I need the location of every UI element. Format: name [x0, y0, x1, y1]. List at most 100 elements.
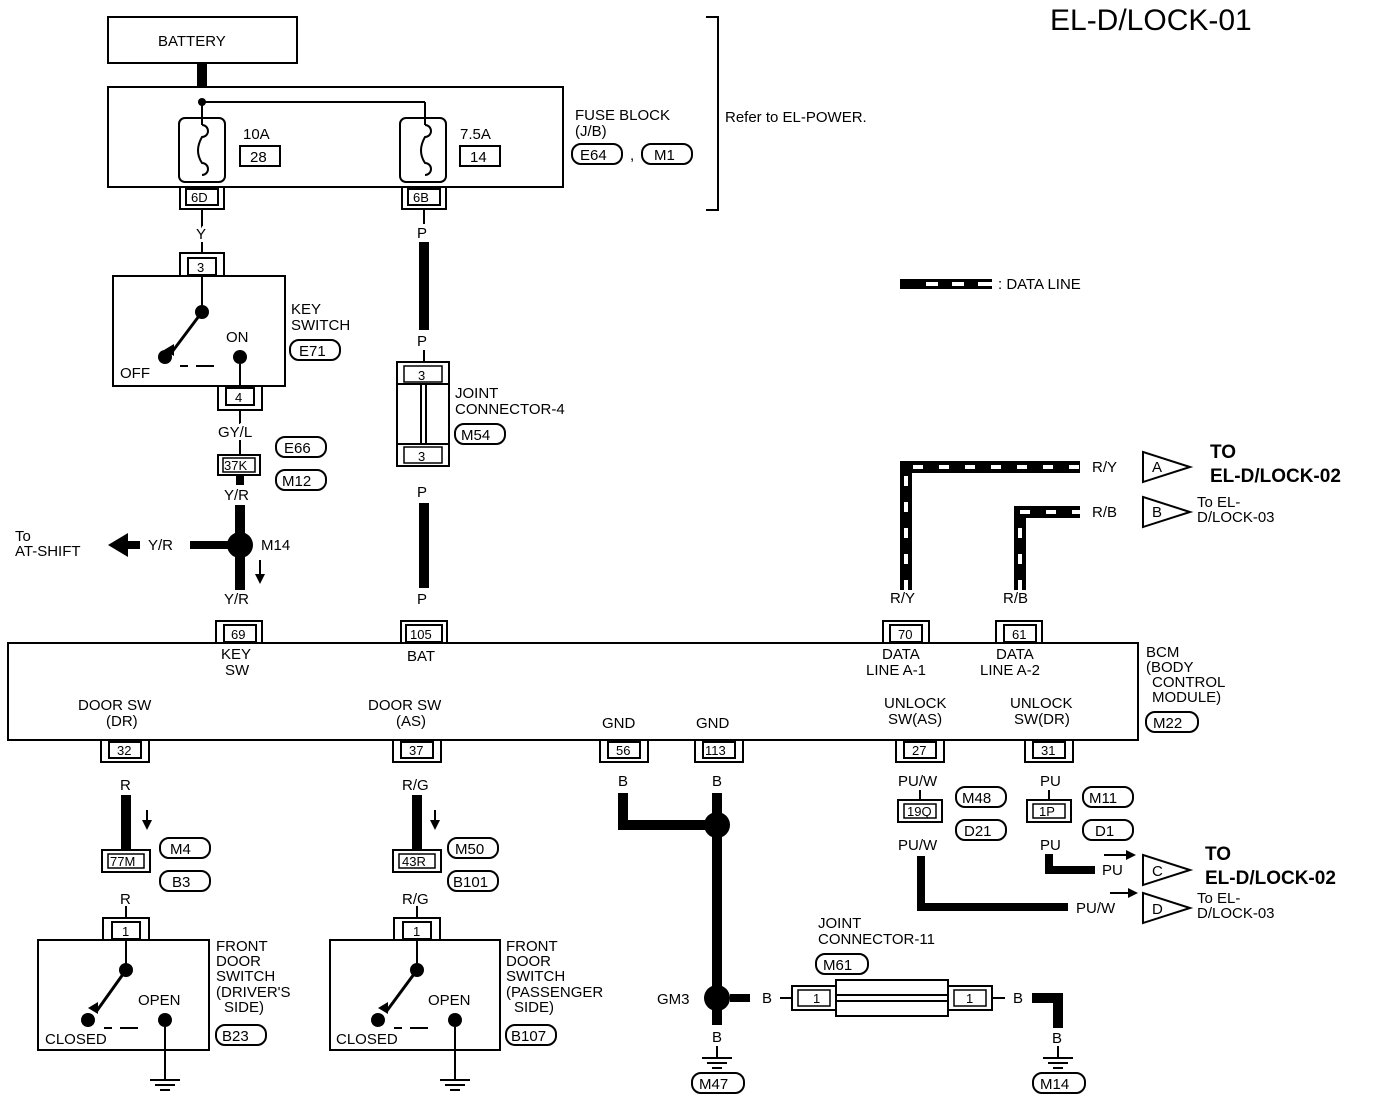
- joint11-term-right: 1: [966, 991, 973, 1006]
- ground-splice: [704, 812, 730, 838]
- door-dr-l4: (DRIVER'S: [216, 984, 291, 1001]
- wire-gyl-label: GY/L: [218, 424, 252, 441]
- joint4-label: JOINT: [455, 385, 498, 402]
- to-lock02-a-1: TO: [1210, 442, 1236, 463]
- wire-pu1-label: PU: [1040, 773, 1061, 790]
- legend-data-line: : DATA LINE: [900, 276, 1081, 293]
- fuse1-rating: 10A: [243, 126, 270, 143]
- connector-b3: B3: [172, 874, 190, 891]
- to-lock03-b-1: To EL-: [1197, 494, 1240, 511]
- fuse-block-jb: (J/B): [575, 123, 607, 140]
- wire-y-label: Y: [196, 226, 206, 243]
- wire-puw: [917, 856, 1068, 911]
- ref-c: C: [1152, 863, 1163, 880]
- wire-b2-label: B: [712, 773, 722, 790]
- wire-pu: [1045, 854, 1095, 874]
- terminal-70: 70: [898, 627, 912, 642]
- battery-label: BATTERY: [158, 33, 226, 50]
- wire-yr3-label: Y/R: [224, 591, 249, 608]
- door-dr-l5: SIDE): [224, 999, 264, 1016]
- door-as-closed: CLOSED: [336, 1031, 398, 1048]
- bcm-dla1-2: LINE A-1: [866, 662, 926, 679]
- bcm-dsw-as-1: DOOR SW: [368, 697, 442, 714]
- joint-connector-11: JOINT CONNECTOR-11 M61 1 1: [791, 915, 993, 1017]
- ref-d-arrow-icon: [1142, 891, 1194, 925]
- terminal-6b: 6B: [413, 190, 429, 205]
- wire-p4-label: P: [417, 591, 427, 608]
- door-as-l5: SIDE): [514, 999, 554, 1016]
- joint-connector-4: 3 3 JOINT CONNECTOR-4 M54: [396, 361, 565, 467]
- gm3-label: GM3: [657, 991, 690, 1008]
- splice-m14: [227, 532, 253, 558]
- wire-r1-label: R: [120, 777, 131, 794]
- refer-el-power: Refer to EL-POWER.: [725, 109, 867, 126]
- wire-pu2-label: PU: [1040, 837, 1061, 854]
- diagram-title: EL-D/LOCK-01: [1050, 4, 1252, 37]
- joint11-term-left: 1: [813, 991, 820, 1006]
- connector-m12: M12: [282, 473, 311, 490]
- wire-ry2-label: R/Y: [890, 590, 915, 607]
- front-door-switch-passenger: 1 OPEN CLOSED FRONT DOOR SWITCH (PASSENG…: [329, 917, 603, 1091]
- splice-m14-label: M14: [261, 537, 290, 554]
- key-switch-label-2: SWITCH: [291, 317, 350, 334]
- ref-a-arrow-icon: [1142, 450, 1194, 484]
- bcm: KEY SW BAT DATA LINE A-1 DATA LINE A-2 D…: [7, 642, 1225, 741]
- bcm-unl-as-2: SW(AS): [888, 711, 942, 728]
- to-lock03-d-2: D/LOCK-03: [1197, 905, 1275, 922]
- to-lock02-a-2: EL-D/LOCK-02: [1210, 466, 1341, 487]
- fuse-block: 10A 28 7.5A 14 FUSE BLOCK (J/B) E64 , M1…: [107, 16, 867, 211]
- wire-p3-label: P: [417, 484, 427, 501]
- connector-m4: M4: [170, 841, 191, 858]
- key-switch-term-4: 4: [235, 390, 242, 405]
- joint4-label-2: CONNECTOR-4: [455, 401, 565, 418]
- bcm-connector: M22: [1153, 715, 1182, 732]
- wire-puw1-label: PU/W: [898, 773, 938, 790]
- bcm-bottom-terminals: 32 37 56 113 27 31: [100, 740, 1074, 763]
- wire-b4-label: B: [712, 1029, 722, 1046]
- data-line-a2: [1014, 506, 1080, 590]
- bcm-key-sw-2: SW: [225, 662, 250, 679]
- gm3-splice: [704, 985, 730, 1011]
- ref-a: A: [1152, 459, 1162, 476]
- bcm-label-1: BCM: [1146, 644, 1179, 661]
- joint4-connector: M54: [461, 427, 490, 444]
- legend-data-line-label: : DATA LINE: [998, 276, 1081, 293]
- bcm-dsw-dr-2: (DR): [106, 713, 138, 730]
- terminal-32: 32: [117, 743, 131, 758]
- connector-1p: 1P: [1039, 804, 1055, 819]
- wire-puw2-label: PU/W: [898, 837, 938, 854]
- connector-77m: 77M: [110, 854, 135, 869]
- terminal-56: 56: [616, 743, 630, 758]
- ground-m47: M47: [699, 1076, 728, 1093]
- fuse1-number: 28: [250, 149, 267, 166]
- connector-m50: M50: [455, 841, 484, 858]
- at-shift-label-1: To: [15, 528, 31, 545]
- fuse-terminals: 6D 6B: [179, 187, 447, 210]
- key-switch-connector: E71: [299, 343, 326, 360]
- wire-rb2-label: R/B: [1003, 590, 1028, 607]
- fuse-block-label: FUSE BLOCK: [575, 107, 670, 124]
- door-dr-l3: SWITCH: [216, 968, 275, 985]
- terminal-69: 69: [231, 627, 245, 642]
- at-shift-label-2: AT-SHIFT: [15, 543, 81, 560]
- wire-p1-label: P: [417, 225, 427, 242]
- terminal-113: 113: [705, 743, 726, 758]
- flow-arrow-as-icon: [430, 820, 440, 830]
- connector-37k: 37K: [224, 458, 247, 473]
- door-as-term: 1: [413, 924, 420, 939]
- connector-43r: 43R: [402, 854, 426, 869]
- door-as-connector: B107: [511, 1028, 546, 1045]
- ground-m14: M14: [1040, 1076, 1069, 1093]
- connector-m11: M11: [1089, 790, 1117, 807]
- bcm-unl-dr-2: SW(DR): [1014, 711, 1070, 728]
- door-as-l4: (PASSENGER: [506, 984, 603, 1001]
- bcm-bat: BAT: [407, 648, 435, 665]
- bcm-unl-as-1: UNLOCK: [884, 695, 947, 712]
- terminal-105: 105: [410, 627, 432, 642]
- wire-yr1-label: Y/R: [224, 487, 249, 504]
- flow-arrow-icon: [255, 574, 265, 584]
- fuse-7-5a: [399, 117, 447, 183]
- bcm-label-3: CONTROL: [1152, 674, 1225, 691]
- bcm-label-2: (BODY: [1146, 659, 1194, 676]
- door-as-l1: FRONT: [506, 938, 558, 955]
